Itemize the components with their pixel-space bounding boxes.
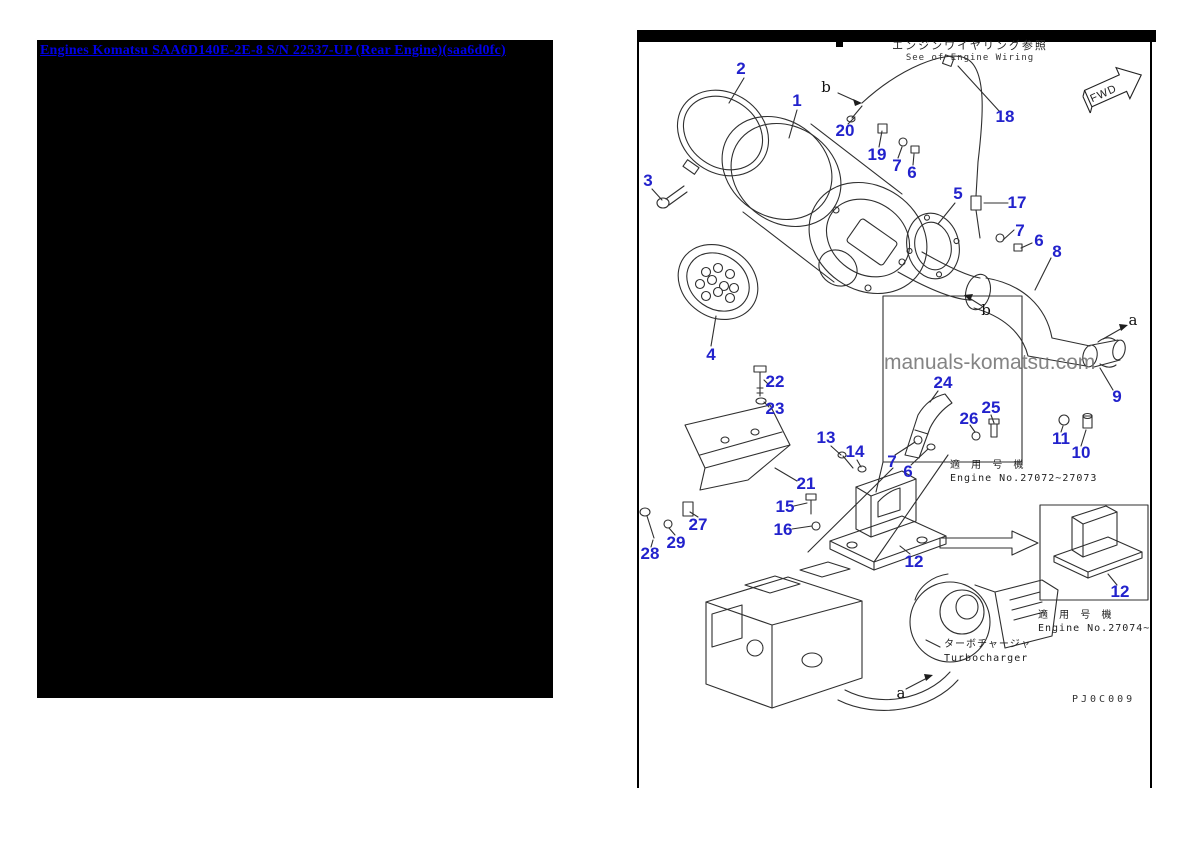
applicability-note-2: 適 用 号 機 Engine No.27074~ <box>1038 608 1150 635</box>
applicability-1-en: Engine No.27072~27073 <box>950 473 1098 484</box>
drawing-code: PJ0C009 <box>1072 694 1136 705</box>
part-list-link[interactable]: Engines Komatsu SAA6D140E-2E-8 S/N 22537… <box>40 43 506 58</box>
parts-diagram-art: FWD <box>639 54 1149 711</box>
applicability-1-jp: 適 用 号 機 <box>950 460 1028 471</box>
left-black-panel <box>37 40 553 698</box>
turbocharger-label-en: Turbocharger <box>944 653 1029 664</box>
fwd-arrow-icon: FWD <box>1082 66 1143 114</box>
applicability-2-en: Engine No.27074~ <box>1038 623 1151 634</box>
scan-left-edge <box>637 30 639 788</box>
engine-wiring-note: エンジンワイヤリング参照 See of Engine Wiring <box>880 39 1060 64</box>
applicability-note-1: 適 用 号 機 Engine No.27072~27073 <box>950 458 1097 485</box>
engine-wiring-note-en: See of Engine Wiring <box>905 53 1035 63</box>
applicability-2-jp: 適 用 号 機 <box>1038 610 1116 621</box>
scan-top-bar <box>637 30 1156 42</box>
watermark: manuals-komatsu.com <box>884 351 1096 374</box>
turbocharger-label-jp: ターボチャージャ <box>944 639 1032 650</box>
turbocharger-label: ターボチャージャ Turbocharger <box>944 637 1031 665</box>
scan-right-edge <box>1150 30 1152 788</box>
registration-tick <box>836 42 843 47</box>
engine-wiring-note-jp: エンジンワイヤリング参照 <box>892 39 1048 52</box>
